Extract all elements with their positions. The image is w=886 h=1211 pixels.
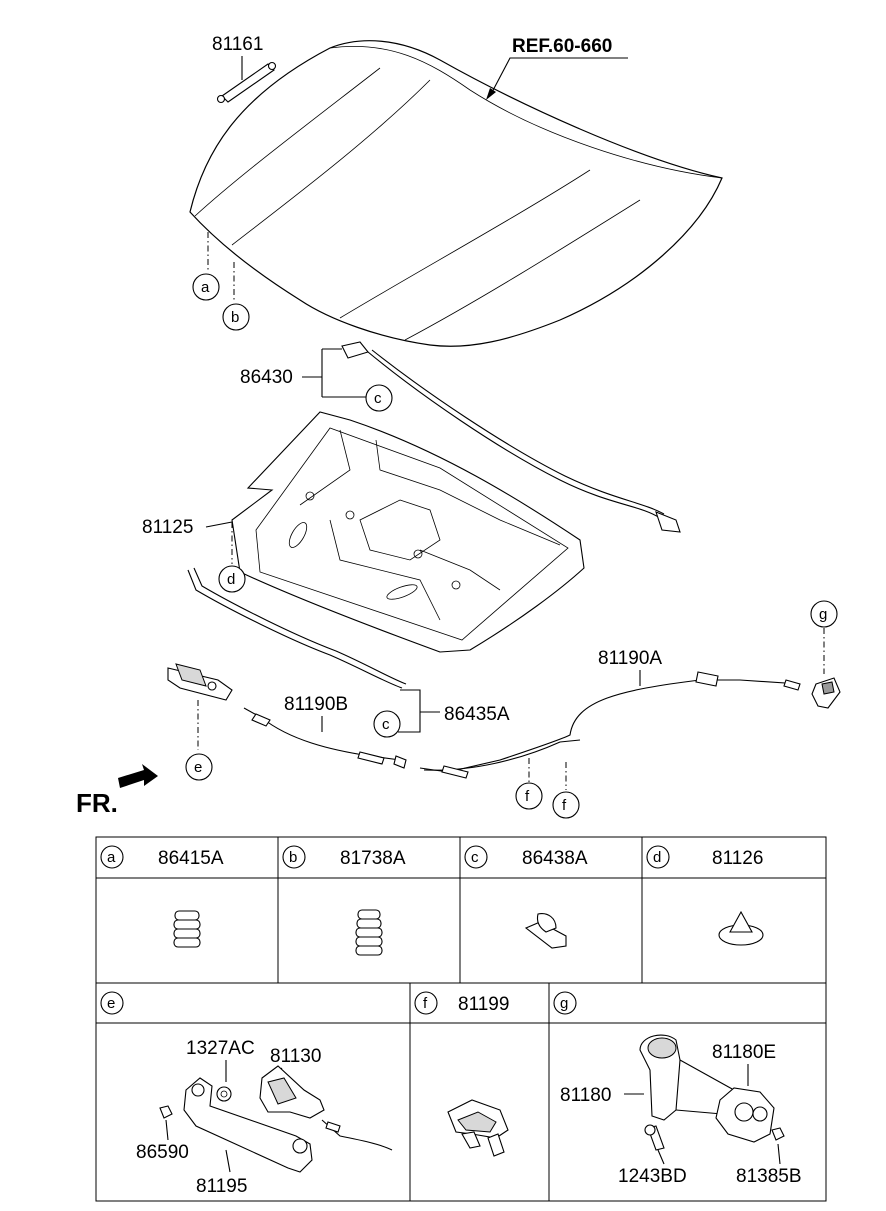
callout-81161: 81161 (212, 34, 263, 55)
seal-strip-part (187, 567, 407, 689)
table-header-c: c 86438A (464, 845, 588, 869)
header-f-part: 81199 (458, 994, 509, 1015)
circle-a (192, 273, 220, 301)
bumper-stop-a (173, 910, 201, 948)
header-e-letter: e (107, 995, 115, 1012)
circle-f2-letter: f (562, 797, 567, 814)
parts-table (95, 836, 827, 1202)
circle-e (185, 753, 213, 781)
clip-d (718, 910, 764, 946)
hood-latch-assy-drawing (159, 1065, 393, 1173)
detail-e-86590: 86590 (136, 1142, 189, 1163)
header-b-part: 81738A (340, 848, 406, 869)
callout-86435A: 86435A (444, 704, 510, 725)
table-header-g: g (553, 991, 577, 1015)
header-c-letter: c (471, 849, 479, 866)
circle-f1-letter: f (525, 788, 530, 805)
front-direction-label: FR. (76, 788, 118, 818)
circle-c-letter: c (374, 390, 382, 407)
header-d-letter: d (653, 849, 661, 866)
release-handle-part (811, 677, 841, 709)
circle-c (365, 384, 393, 412)
hood-lift-support-part (216, 61, 277, 104)
front-direction-arrow (118, 764, 158, 788)
detail-g-81385B: 81385B (736, 1166, 802, 1187)
detail-g-1243BD: 1243BD (618, 1166, 687, 1187)
table-header-f: f 81199 (414, 991, 509, 1015)
circle-c2-letter: c (382, 716, 390, 733)
circle-d-letter: d (227, 571, 235, 588)
header-d-part: 81126 (712, 848, 763, 869)
circle-g (810, 600, 838, 628)
header-a-letter: a (107, 849, 116, 866)
circle-b (222, 303, 250, 331)
release-cable-front-part (419, 671, 801, 779)
release-cable-rear-part (243, 707, 407, 769)
insulator-pad-part (231, 411, 585, 653)
circle-d (218, 565, 246, 593)
header-b-letter: b (289, 849, 297, 866)
table-header-d: d 81126 (646, 845, 763, 869)
detail-e-81130: 81130 (270, 1046, 321, 1067)
callout-86430: 86430 (240, 367, 293, 388)
header-c-part: 86438A (522, 848, 588, 869)
circle-a-letter: a (201, 279, 210, 296)
header-f-letter: f (423, 995, 428, 1012)
weatherstrip-part (341, 341, 681, 533)
clip-c (524, 913, 567, 949)
callout-81125: 81125 (142, 517, 193, 538)
detail-e-81195: 81195 (196, 1176, 247, 1197)
detail-g-81180: 81180 (560, 1085, 611, 1106)
circle-b-letter: b (231, 309, 239, 326)
circle-e-letter: e (194, 759, 202, 776)
hood-latch-part (167, 663, 233, 701)
release-handle-g-drawing (639, 1034, 785, 1151)
detail-e-1327AC: 1327AC (186, 1038, 255, 1059)
ref-label: REF.60-660 (512, 36, 612, 57)
header-g-letter: g (560, 995, 568, 1012)
ref-leader (489, 57, 628, 97)
header-a-part: 86415A (158, 848, 224, 869)
table-header-b: b 81738A (282, 845, 406, 869)
circle-f1 (515, 782, 543, 810)
table-header-a: a 86415A (100, 845, 224, 869)
cable-clip-f-drawing (447, 1099, 509, 1157)
bumper-stop-b (355, 909, 383, 956)
detail-g-81180E: 81180E (712, 1042, 776, 1063)
hood-panel (189, 40, 723, 347)
circle-f2 (552, 791, 580, 819)
circle-c2 (373, 710, 401, 738)
callout-81190B: 81190B (284, 694, 348, 715)
table-header-e: e (100, 991, 124, 1015)
circle-g-letter: g (819, 606, 827, 623)
callout-81190A: 81190A (598, 648, 662, 669)
